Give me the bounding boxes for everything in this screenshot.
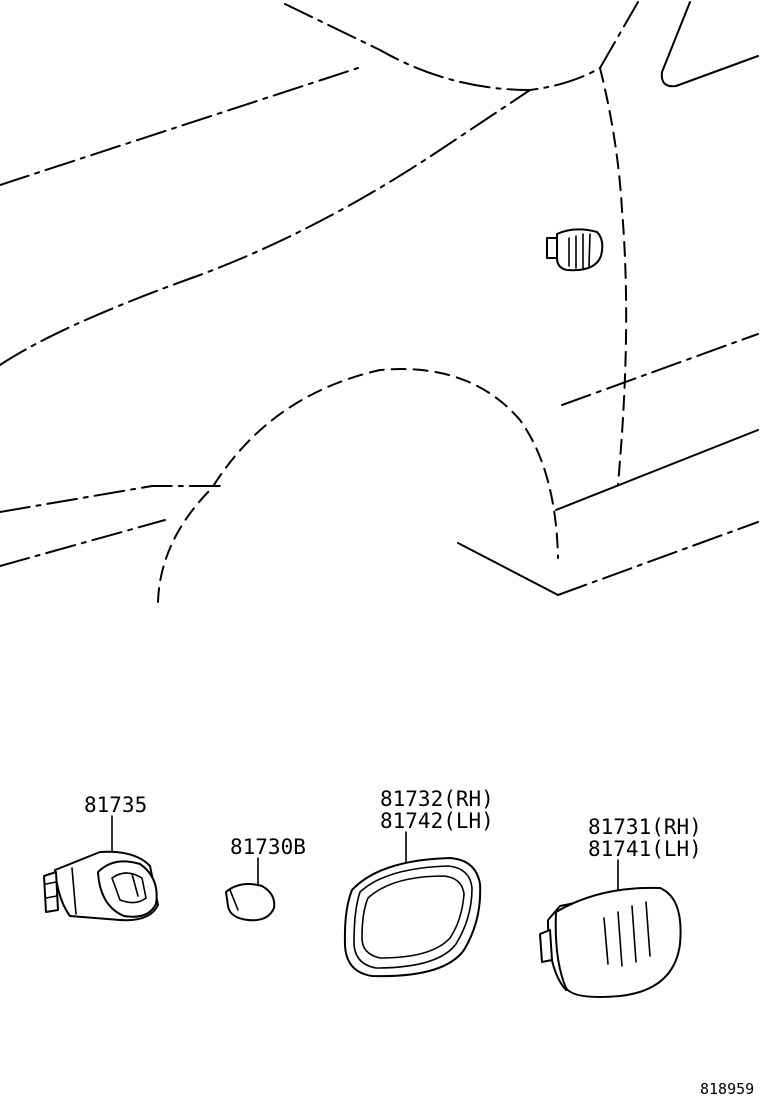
wheel-arch-line (157, 368, 559, 603)
a-pillar-line (599, 1, 639, 69)
rocker-line-lower (0, 519, 166, 567)
vehicle-outline (0, 1, 759, 603)
label-bulb: 81730B (230, 835, 306, 859)
diagram-reference-number: 818959 (700, 1080, 754, 1098)
label-lamp-rh: 81731(RH) (588, 815, 702, 839)
label-gasket-lh: 81742(LH) (380, 809, 494, 833)
label-lamp-lh: 81741(LH) (588, 837, 702, 861)
hood-edge-line (284, 3, 601, 92)
mounted-side-marker (546, 228, 604, 272)
label-socket: 81735 (84, 793, 147, 817)
rocker-line-upper (0, 485, 221, 513)
gasket-part-drawing (343, 831, 482, 978)
sill-line (557, 521, 759, 596)
door-gap-line (599, 67, 628, 485)
fender-crease-line (0, 89, 531, 366)
hood-crease-line (0, 67, 359, 186)
bulb-part-drawing (225, 857, 276, 922)
door-line-upper (561, 333, 759, 406)
window-corner-line (660, 1, 759, 88)
lamp-part-drawing (539, 859, 682, 998)
label-gasket-rh: 81732(RH) (380, 787, 494, 811)
socket-part-drawing (43, 815, 159, 922)
sill-corner-line (457, 542, 559, 596)
door-line-lower (555, 429, 759, 511)
